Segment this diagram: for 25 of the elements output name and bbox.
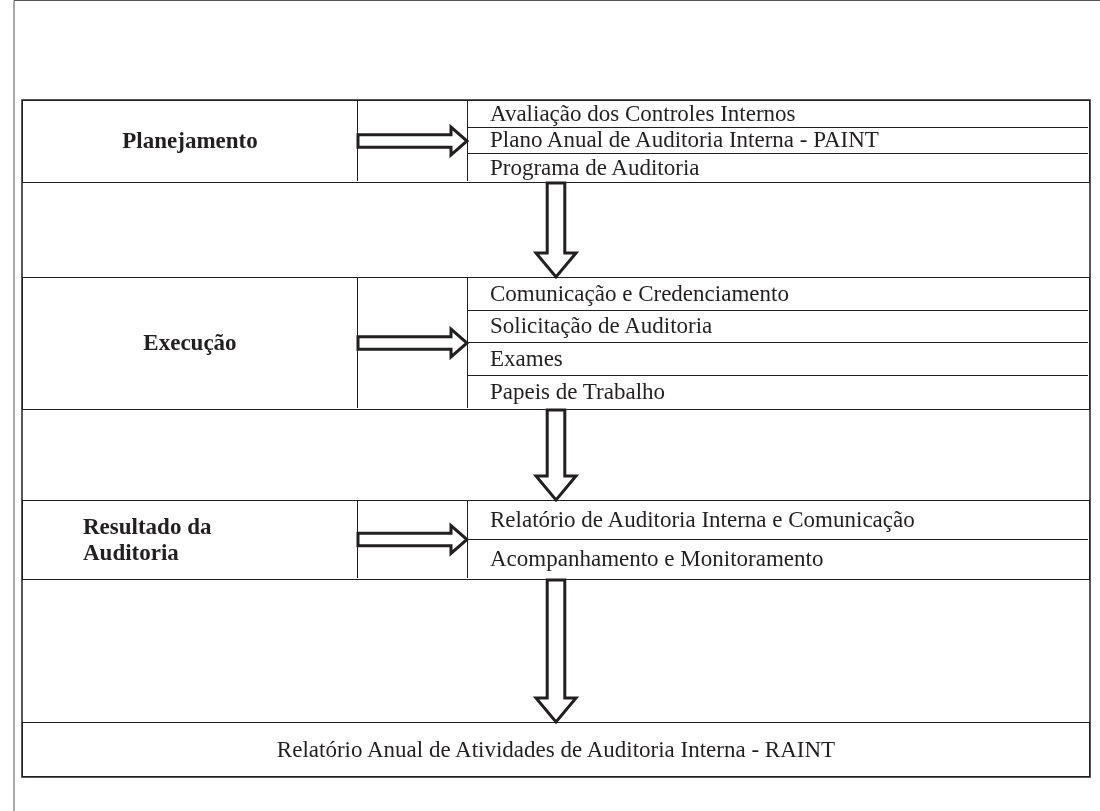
activity-item: Papeis de Trabalho xyxy=(468,375,1088,408)
activity-list-box xyxy=(467,501,1089,578)
activity-item: Exames xyxy=(468,343,1088,376)
activity-item: Avaliação dos Controles Internos xyxy=(468,101,1088,128)
stage-row-box xyxy=(22,277,1090,410)
activity-list-box xyxy=(467,101,1089,181)
activity-list-box xyxy=(467,278,1089,408)
activity-item: Solicitação de Auditoria xyxy=(468,310,1088,343)
final-report-box: Relatório Anual de Atividades de Auditoria Interna - RAINT xyxy=(22,722,1090,777)
block-arrow xyxy=(532,181,580,280)
stage-heading: Planejamento xyxy=(23,101,358,181)
activity-item: Relatório de Auditoria Interna e Comunicação xyxy=(468,501,1088,540)
activity-item: Comunicação e Credenciamento xyxy=(468,278,1088,311)
activity-item: Acompanhamento e Monitoramento xyxy=(468,539,1088,578)
block-arrow xyxy=(356,325,470,361)
block-arrow xyxy=(532,578,580,725)
block-arrow xyxy=(356,123,470,159)
stage-heading: Execução xyxy=(23,278,358,408)
stage-row-box xyxy=(22,500,1090,580)
block-arrow xyxy=(532,408,580,503)
activity-item: Programa de Auditoria xyxy=(468,154,1088,181)
block-arrow xyxy=(356,522,470,557)
stage-heading: Resultado da Auditoria xyxy=(23,501,358,578)
activity-item: Plano Anual de Auditoria Interna - PAINT xyxy=(468,127,1088,155)
stage-row-box xyxy=(22,100,1090,183)
